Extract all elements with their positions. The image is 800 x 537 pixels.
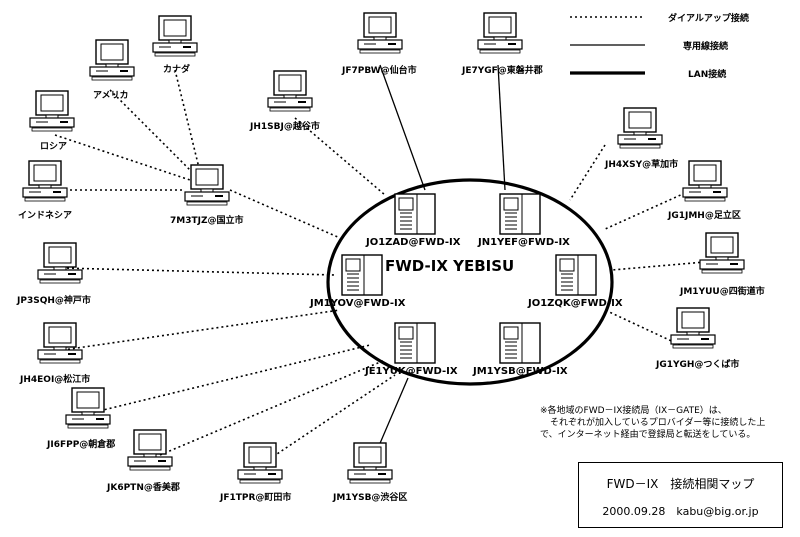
node-label-jm1ysb-shibuya: JM1YSB@渋谷区 <box>333 493 408 503</box>
server-label-jo1zad: JO1ZAD@FWD-IX <box>366 237 461 248</box>
dialup-connections <box>54 69 706 463</box>
server-jm1ysb <box>499 322 541 364</box>
server-label-je1yuk: JE1YUK@FWD-IX <box>365 366 458 377</box>
pc-jk6ptn <box>127 429 173 471</box>
node-label-america: アメリカ <box>93 91 129 101</box>
leased-connections <box>374 64 506 456</box>
lan-ellipse <box>326 178 614 386</box>
legend-dialup-label: ダイアルアップ接続 <box>668 14 749 24</box>
date-contact: 2000.09.28 kabu@big.or.jp <box>602 505 759 518</box>
pc-jh4eoi <box>37 322 83 364</box>
note-line-2: それぞれが加入しているプロバイダー等に接続した上 <box>550 418 766 428</box>
server-jo1zad <box>394 193 436 235</box>
node-label-jg1ygh: JG1YGH@つくば市 <box>656 360 740 370</box>
server-label-jm1ysb: JM1YSB@FWD-IX <box>473 366 568 377</box>
title-box: FWD－IX 接続相関マップ 2000.09.28 kabu@big.or.jp <box>578 462 783 528</box>
pc-jp3sqh <box>37 242 83 284</box>
note-line-1: ※各地域のFWD－IX接続局（IX－GATE）は、 <box>540 406 727 416</box>
note-line-3: で、インターネット経由で登録局と転送をしている。 <box>540 430 756 440</box>
pc-ji6fpp <box>65 387 111 429</box>
server-label-jm1yov: JM1YOV@FWD-IX <box>310 298 406 309</box>
server-jo1zqk <box>555 254 597 296</box>
node-label-7m3tjz: 7M3TJZ@国立市 <box>170 216 244 226</box>
node-label-canada: カナダ <box>163 65 191 75</box>
node-label-jh4xsy: JH4XSY@草加市 <box>605 160 679 170</box>
server-label-jn1yef: JN1YEF@FWD-IX <box>478 237 570 248</box>
pc-america <box>89 39 135 81</box>
legend-leased-label: 専用線接続 <box>683 42 729 52</box>
map-title: FWD－IX 接続相関マップ <box>606 477 755 491</box>
pc-jm1yuu <box>699 232 745 274</box>
pc-canada <box>152 15 198 57</box>
node-label-jh4eoi: JH4EOI@松江市 <box>20 375 91 385</box>
pc-jf1tpr <box>237 442 283 484</box>
pc-indonesia <box>22 160 68 202</box>
node-label-je7ygf: JE7YGF@東磐井郡 <box>462 66 543 76</box>
legend-lan-label: LAN接続 <box>688 70 727 80</box>
pc-jh1sbj <box>267 70 313 112</box>
pc-jh4xsy <box>617 107 663 149</box>
pc-jg1jmh <box>682 160 728 202</box>
node-label-russia: ロシア <box>40 142 68 152</box>
node-label-ji6fpp: JI6FPP@朝倉郡 <box>47 440 116 450</box>
pc-russia <box>29 90 75 132</box>
pc-7m3tjz <box>184 164 230 206</box>
pc-jf7pbw <box>357 12 403 54</box>
pc-jg1ygh <box>670 307 716 349</box>
server-jm1yov <box>341 254 383 296</box>
node-label-jm1yuu: JM1YUU@四街道市 <box>680 287 765 297</box>
node-label-indonesia: インドネシア <box>18 211 73 221</box>
server-jn1yef <box>499 193 541 235</box>
node-label-jp3sqh: JP3SQH@神戸市 <box>17 296 91 306</box>
node-label-jg1jmh: JG1JMH@足立区 <box>668 211 741 221</box>
server-label-jo1zqk: JO1ZQK@FWD-IX <box>528 298 623 309</box>
node-label-jk6ptn: JK6PTN@香美郡 <box>107 483 180 493</box>
node-label-jf1tpr: JF1TPR@町田市 <box>220 493 292 503</box>
pc-jm1ysb-shibuya <box>347 442 393 484</box>
node-label-jf7pbw: JF7PBW@仙台市 <box>342 66 417 76</box>
server-je1yuk <box>394 322 436 364</box>
node-label-jh1sbj: JH1SBJ@越谷市 <box>250 122 320 132</box>
lan-center-label: FWD-IX YEBISU <box>385 257 515 275</box>
pc-je7ygf <box>477 12 523 54</box>
note-text: ※各地域のFWD－IX接続局（IX－GATE）は、 それぞれが加入しているプロバ… <box>540 405 790 441</box>
